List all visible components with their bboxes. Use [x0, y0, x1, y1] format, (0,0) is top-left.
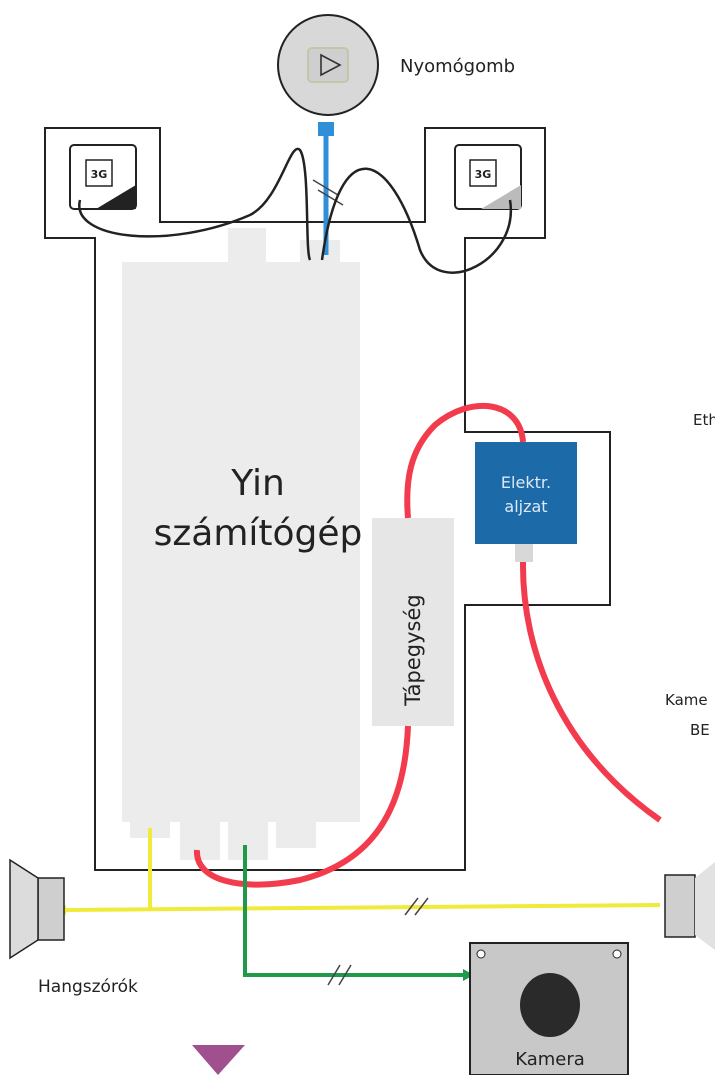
- electrical-socket: [475, 442, 577, 544]
- computer-unit: [122, 228, 360, 860]
- power-cable-socket-out: [519, 561, 662, 823]
- camera-cable: [243, 845, 470, 977]
- push-button[interactable]: [277, 14, 379, 116]
- audio-cable: [64, 828, 661, 912]
- play-icon: [320, 53, 342, 77]
- socket-plug: [515, 544, 533, 562]
- button-connector: [318, 122, 334, 136]
- cut-label-eth: Eth: [693, 411, 715, 429]
- cut-label-be: BE: [690, 721, 710, 739]
- computer-label-line2: számítógép: [154, 513, 363, 554]
- power-supply: [372, 518, 454, 726]
- power-cable-socket-psu: [404, 402, 526, 519]
- triangle-marker: [192, 1045, 245, 1075]
- antenna-cable-right: [320, 167, 513, 274]
- antenna-left: 3G: [69, 144, 137, 210]
- computer-label-line1: Yin: [230, 463, 285, 504]
- antenna-right-label: 3G: [475, 168, 492, 181]
- power-cable-psu-computer: [194, 725, 411, 888]
- power-supply-label: Tápegység: [401, 594, 425, 706]
- antenna-cable-left: [78, 147, 312, 261]
- socket-label-line1: Elektr.: [501, 473, 551, 492]
- speakers-label: Hangszórók: [38, 977, 138, 997]
- cut-label-kame: Kame: [665, 691, 708, 709]
- right-device: [664, 874, 696, 938]
- button-label: Nyomógomb: [400, 56, 515, 77]
- socket-label-line2: aljzat: [504, 497, 547, 516]
- enclosure-outline: [44, 127, 611, 871]
- speaker-icon: [9, 858, 65, 960]
- camera-icon: [469, 942, 629, 1075]
- camera-label: Kamera: [515, 1049, 585, 1070]
- antenna-right: 3G: [454, 144, 522, 210]
- antenna-left-label: 3G: [91, 168, 108, 181]
